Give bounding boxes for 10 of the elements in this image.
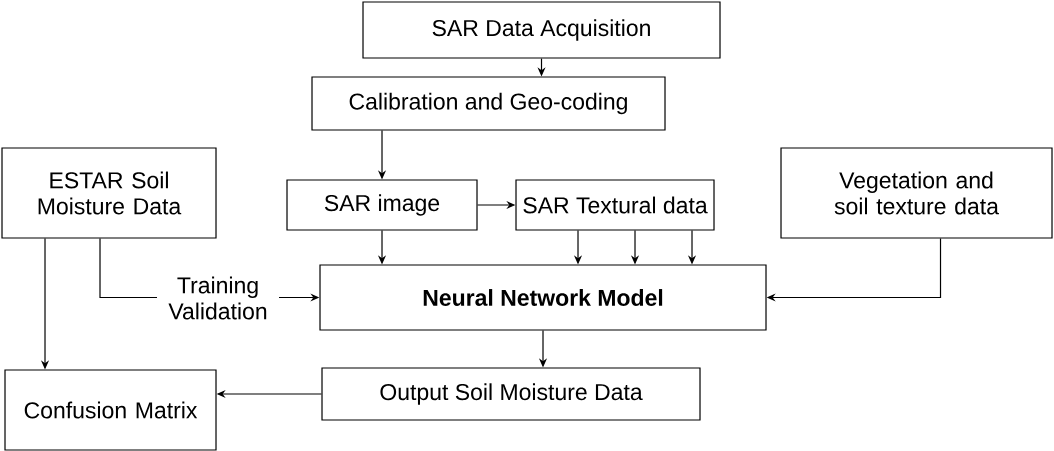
process-box: SAR Textural data xyxy=(515,179,715,231)
process-box: Calibration and Geo-coding xyxy=(311,76,666,131)
process-box: Neural Network Model xyxy=(319,264,767,331)
process-box: ESTAR Soil Moisture Data xyxy=(1,147,217,239)
process-box: SAR image xyxy=(286,179,478,231)
process-box: Vegetation and soil texture data xyxy=(780,147,1053,239)
process-box: SAR Data Acquisition xyxy=(362,1,721,59)
process-box: Confusion Matrix xyxy=(4,369,217,451)
process-box: Output Soil Moisture Data xyxy=(321,367,701,421)
edge-label: Training Validation xyxy=(157,275,279,321)
